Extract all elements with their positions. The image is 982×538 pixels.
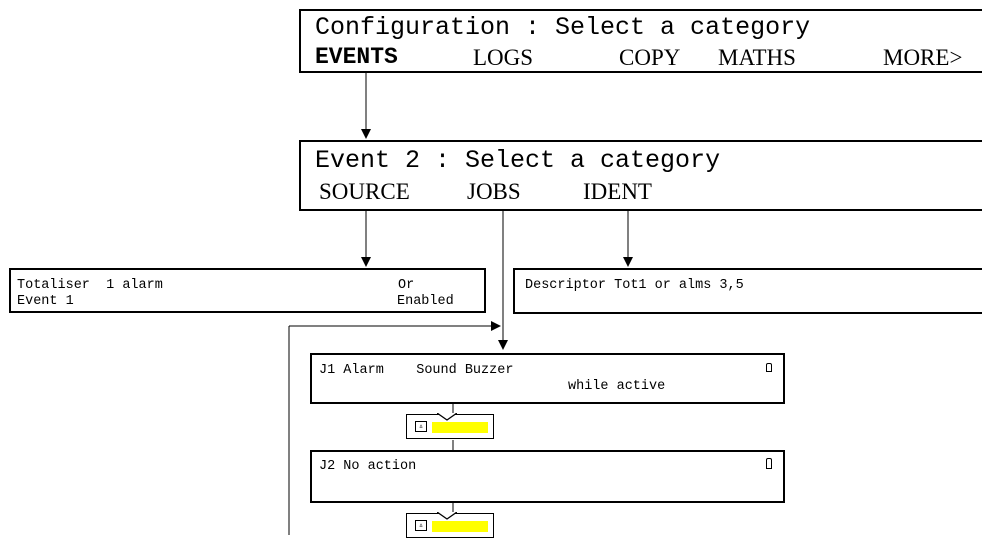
softkey-highlight	[432, 521, 488, 532]
config-title: Configuration : Select a category	[315, 13, 811, 42]
job-j1-action: J1 Alarm Sound Buzzer	[319, 363, 514, 378]
softkey-next[interactable]: ▵	[406, 413, 494, 439]
ident-descriptor: Descriptor Tot1 or alms 3,5	[525, 278, 744, 293]
key-notch-icon	[437, 512, 457, 520]
source-line1-value: Or	[398, 278, 415, 293]
source-line2-label: Event 1	[17, 294, 74, 309]
indicator-icon	[766, 363, 772, 372]
ident-panel: Descriptor Tot1 or alms 3,5	[513, 268, 982, 314]
job-j2-panel[interactable]: J2 No action	[310, 450, 785, 503]
event-title: Event 2 : Select a category	[315, 146, 721, 175]
tab-ident[interactable]: IDENT	[583, 179, 652, 204]
softkey-highlight	[432, 422, 488, 433]
indicator-icon	[766, 458, 772, 469]
config-screen: Configuration : Select a category EVENTS…	[299, 9, 982, 73]
tab-logs[interactable]: LOGS	[473, 45, 534, 70]
tab-source[interactable]: SOURCE	[319, 179, 410, 204]
job-j1-detail: while active	[568, 379, 666, 394]
job-j1-panel[interactable]: J1 Alarm Sound Buzzer while active	[310, 353, 785, 404]
softkey-edit-icon: ▵	[415, 520, 427, 531]
tab-jobs[interactable]: JOBS	[467, 179, 521, 204]
source-panel: Totaliser 1 alarm Or Event 1 Enabled	[9, 268, 486, 313]
event-screen: Event 2 : Select a category SOURCE JOBS …	[299, 140, 982, 211]
tab-events[interactable]: EVENTS	[315, 44, 398, 70]
source-line1-label: Totaliser 1 alarm	[17, 278, 163, 293]
source-line2-value: Enabled	[397, 294, 454, 309]
tab-more[interactable]: MORE>	[883, 45, 963, 70]
key-notch-icon	[437, 413, 457, 421]
tab-maths[interactable]: MATHS	[718, 45, 796, 70]
tab-copy[interactable]: COPY	[619, 45, 681, 70]
softkey-next[interactable]: ▵	[406, 512, 494, 538]
job-j2-action: J2 No action	[319, 459, 417, 474]
softkey-edit-icon: ▵	[415, 421, 427, 432]
